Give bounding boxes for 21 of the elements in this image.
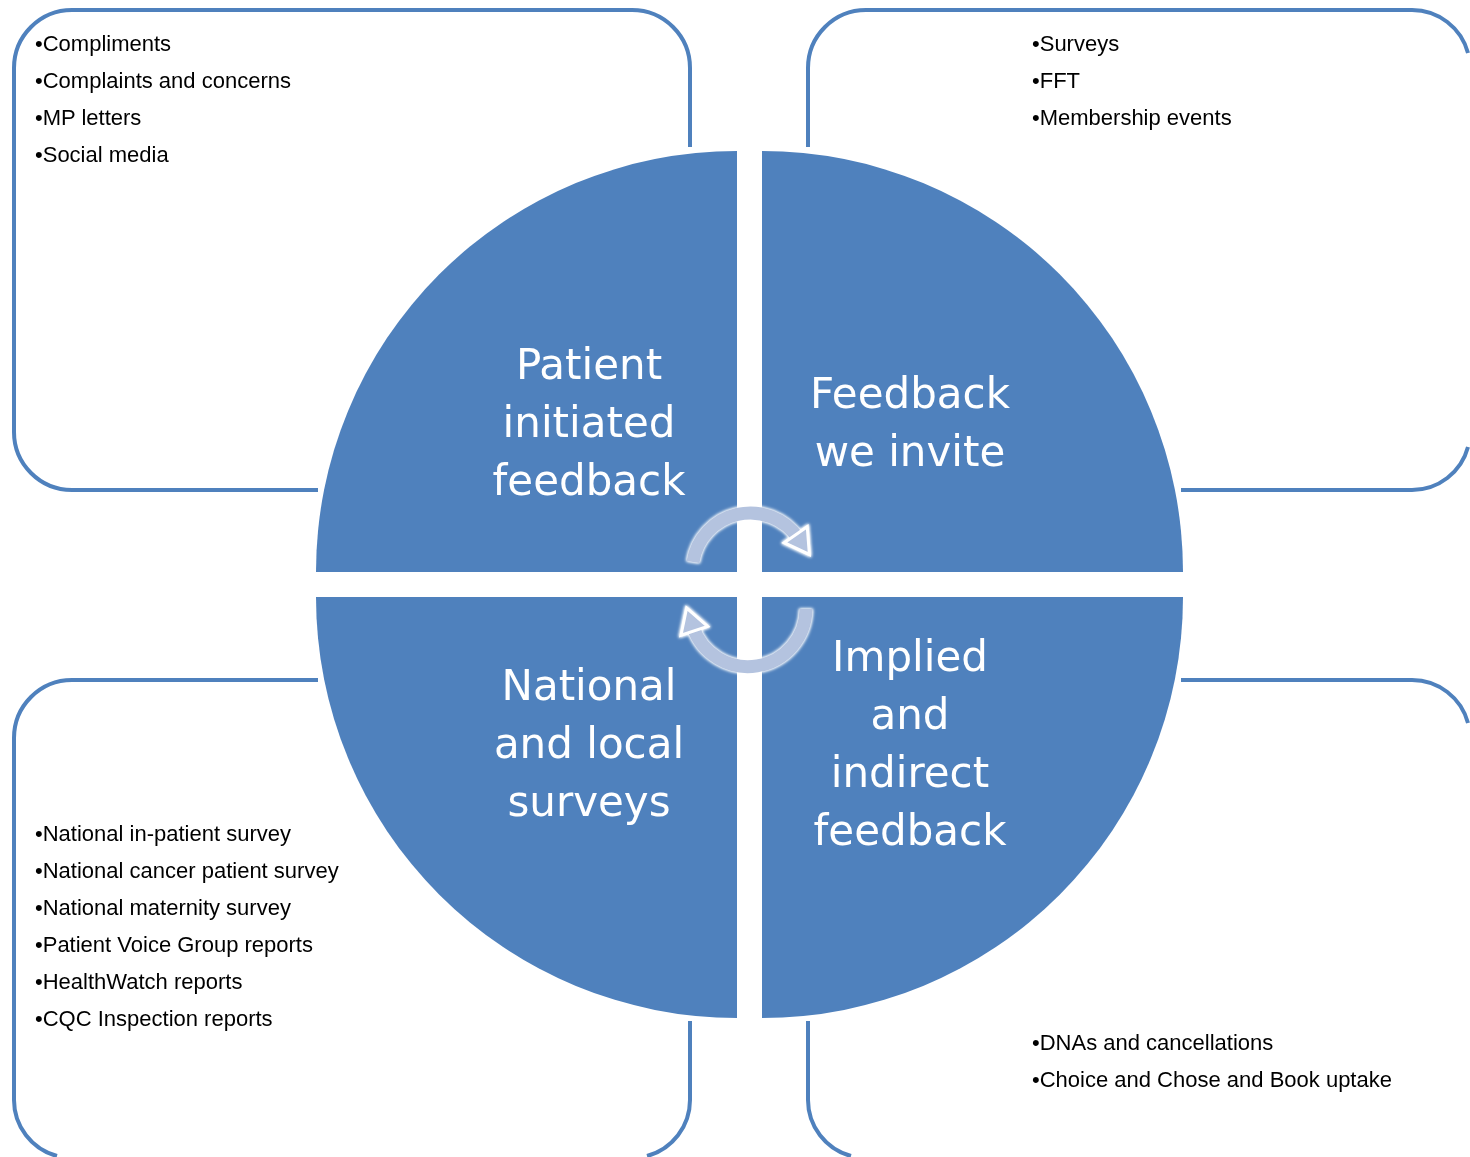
segment-label: Feedback we invite bbox=[809, 368, 1011, 478]
bullet-item: •National cancer patient survey bbox=[35, 857, 339, 885]
bullet-item: •Membership events bbox=[1032, 104, 1232, 132]
bullet-item: •HealthWatch reports bbox=[35, 968, 243, 996]
bullet-item: •Complaints and concerns bbox=[35, 67, 291, 95]
bullet-item: •Compliments bbox=[35, 30, 172, 58]
curved-arrow bbox=[686, 506, 812, 564]
curved-arrow bbox=[680, 607, 813, 674]
bullet-item: •National maternity survey bbox=[35, 894, 291, 922]
bullet-item: •MP letters bbox=[35, 104, 142, 132]
bullet-item: •CQC Inspection reports bbox=[35, 1005, 273, 1033]
segment-label: Implied and indirect feedback bbox=[812, 631, 1008, 857]
bullet-item: •Choice and Chose and Book uptake bbox=[1032, 1066, 1392, 1094]
segment-label: National and local surveys bbox=[492, 660, 686, 828]
bullet-item: •FFT bbox=[1032, 67, 1081, 95]
bullet-item: •DNAs and cancellations bbox=[1032, 1029, 1274, 1057]
bullet-item: •Patient Voice Group reports bbox=[35, 931, 313, 959]
bullet-item: •Surveys bbox=[1032, 30, 1120, 58]
bullet-item: •National in-patient survey bbox=[35, 820, 291, 848]
segment-label: Patient initiated feedback bbox=[491, 339, 687, 507]
bullet-item: •Social media bbox=[35, 141, 169, 169]
